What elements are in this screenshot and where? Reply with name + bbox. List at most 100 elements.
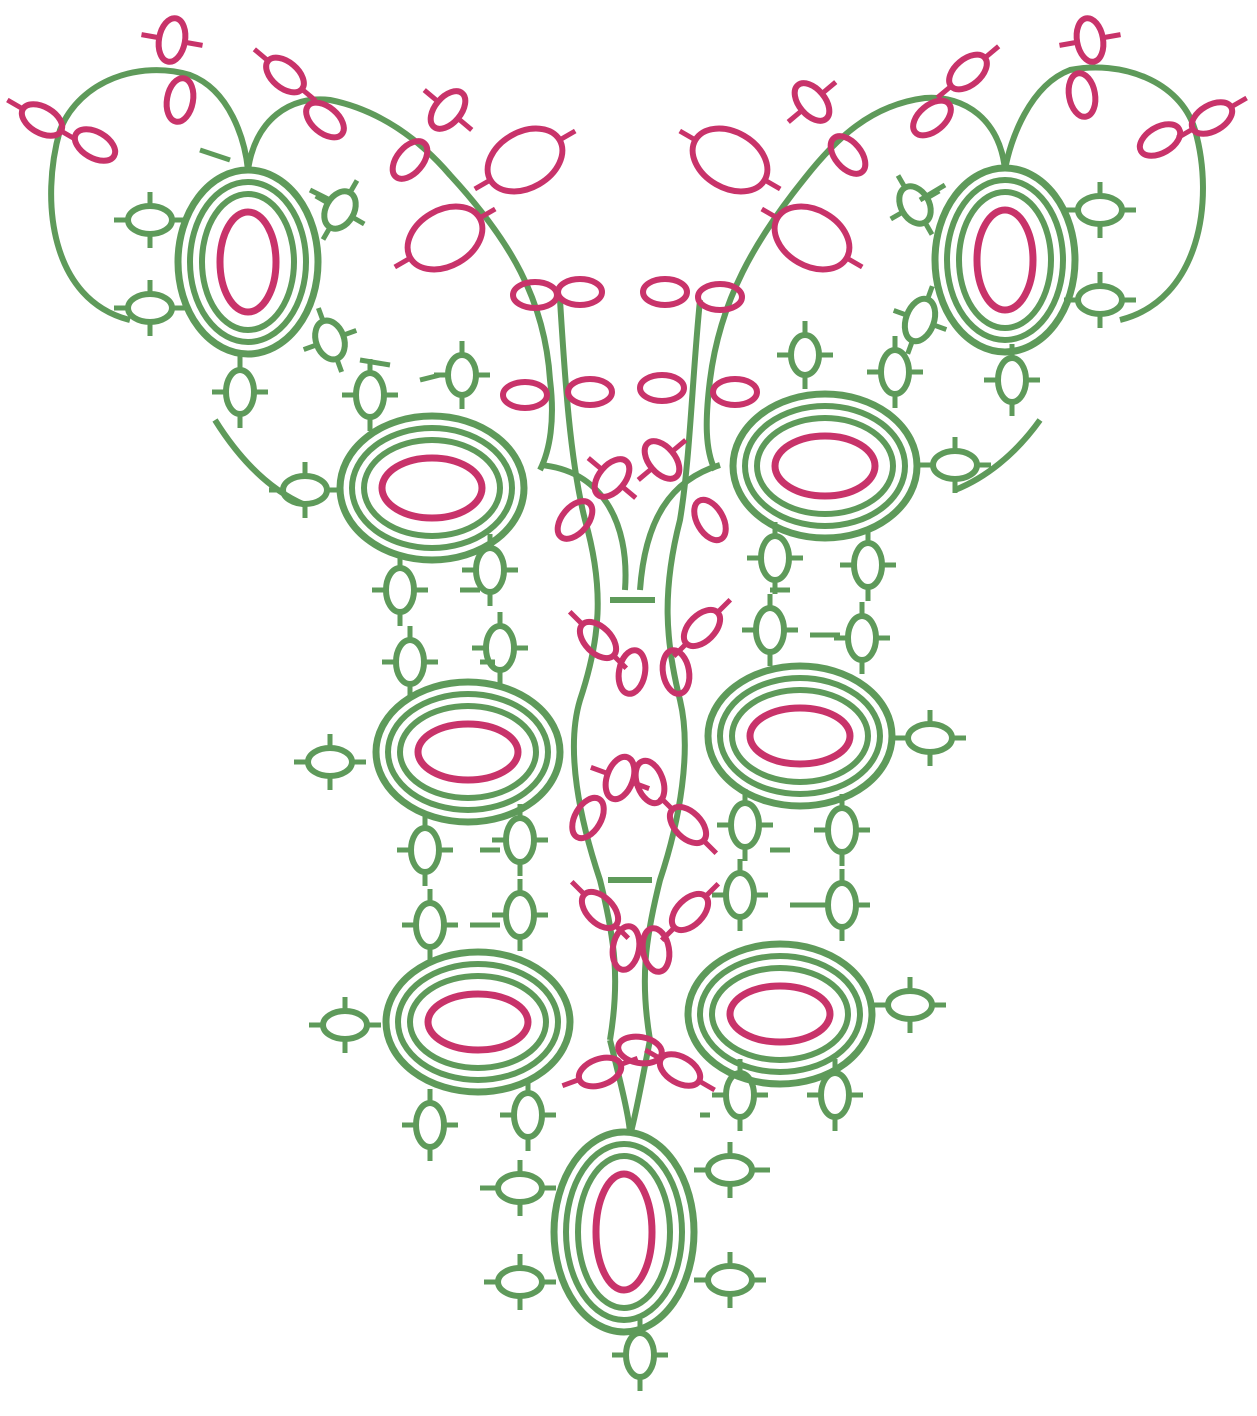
picot (304, 345, 317, 350)
ring-outline (731, 803, 759, 847)
picot (638, 468, 652, 480)
ring-outline (396, 640, 424, 684)
small-ring (712, 859, 768, 931)
ring-outline (615, 648, 648, 696)
ring-outline (1078, 286, 1122, 314)
picot (337, 359, 342, 372)
split-ring (1171, 87, 1253, 150)
rosette-center-ring (775, 436, 875, 496)
ring-outline (688, 494, 733, 545)
ring-outline (888, 991, 932, 1019)
ring-outline (588, 453, 636, 503)
small-ring (484, 1254, 556, 1310)
ring-outline (386, 135, 434, 185)
join (360, 360, 390, 365)
split-ring (929, 36, 1007, 107)
rosette-motif (688, 944, 872, 1084)
ring-outline (318, 186, 362, 235)
picot (570, 612, 583, 625)
ring-outline (283, 476, 327, 504)
ring-outline (416, 1103, 444, 1147)
rosette-middle-ring (352, 428, 512, 548)
picot (1059, 42, 1077, 45)
ring-outline (828, 883, 856, 927)
ring-outline (498, 1174, 542, 1202)
ring-outline (824, 130, 872, 180)
split-ring (558, 279, 602, 305)
small-ring (397, 814, 453, 886)
small-ring (372, 554, 428, 626)
picot (718, 600, 731, 613)
rosette-middle-ring (398, 964, 558, 1080)
ring-outline (908, 724, 952, 752)
rosette-third-ring (578, 1156, 670, 1308)
split-ring (461, 107, 589, 213)
split-ring (774, 65, 850, 139)
small-ring (269, 462, 341, 518)
small-ring (434, 341, 490, 409)
split-ring (568, 379, 612, 405)
rosette-center-ring (428, 994, 528, 1050)
ring-outline (506, 818, 534, 862)
small-ring (874, 162, 956, 249)
small-ring (814, 869, 870, 941)
picot (894, 310, 907, 315)
ring-outline (998, 358, 1026, 402)
small-ring (484, 1160, 556, 1216)
picot (891, 212, 903, 219)
rosette-middle-ring (190, 182, 306, 342)
rosette-center-ring (382, 458, 482, 518)
small-ring (742, 594, 798, 666)
rosette-middle-ring (745, 406, 905, 526)
split-ring (1134, 118, 1185, 163)
ring-outline (163, 76, 196, 124)
picot (254, 49, 268, 61)
split-ring (713, 379, 757, 405)
ring-outline (638, 435, 686, 485)
picot (475, 180, 491, 189)
small-ring (874, 977, 946, 1033)
picot (1231, 98, 1247, 107)
picot (704, 841, 717, 854)
ring-outline (128, 294, 172, 322)
picot (562, 1080, 579, 1086)
split-ring (748, 185, 876, 291)
picot (908, 341, 913, 354)
picot (680, 131, 696, 140)
small-ring (984, 344, 1040, 416)
ring-outline (681, 116, 778, 204)
split-ring (246, 39, 324, 110)
ring-outline (1065, 71, 1098, 119)
split-ring (381, 185, 509, 291)
ring-outline (558, 279, 602, 305)
rosette-middle-ring (947, 180, 1063, 340)
split-ring (410, 73, 486, 147)
ring-outline (708, 1266, 752, 1294)
picot (928, 286, 933, 299)
small-ring (309, 997, 381, 1053)
rosette-center-ring (977, 210, 1033, 310)
split-ring (69, 123, 120, 168)
ring-outline (756, 608, 784, 652)
ring-outline (788, 77, 836, 127)
ring-outline (791, 335, 819, 375)
split-ring (609, 924, 642, 972)
ring-outline (514, 1093, 542, 1137)
rosette-motif (708, 666, 892, 806)
ring-outline (498, 1268, 542, 1296)
picot (560, 131, 576, 140)
ring-outline (155, 16, 188, 64)
rosette-center-ring (596, 1174, 652, 1290)
rosette-middle-ring (720, 678, 880, 794)
ring-outline (386, 568, 414, 612)
rosette-middle-ring (566, 1144, 682, 1320)
ring-outline (828, 808, 856, 852)
small-ring (212, 356, 268, 428)
split-ring (615, 648, 648, 696)
picot (985, 46, 999, 58)
ring-outline (448, 355, 476, 395)
picot (765, 180, 781, 189)
ring-outline (310, 316, 350, 363)
split-ring (1, 89, 83, 152)
